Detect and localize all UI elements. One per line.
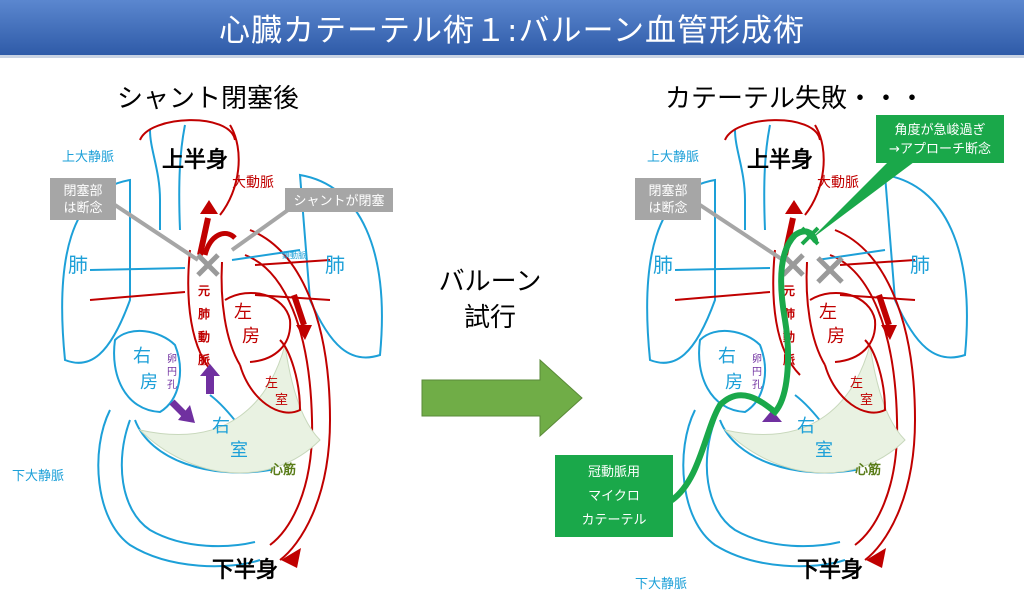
left-lung-right-label: 肺	[325, 253, 345, 277]
right-callout-catheter-box	[555, 455, 673, 537]
catheter-path	[669, 228, 818, 503]
left-pa-char-3: 動	[198, 329, 210, 344]
left-la-char-1: 左	[234, 302, 252, 323]
left-lv-char-2: 室	[275, 392, 288, 408]
catheter-fail-x-icon	[800, 226, 820, 246]
left-purple-arrowhead-diag-icon	[178, 405, 195, 423]
right-aorta-label: 大動脈	[817, 175, 859, 191]
left-lower-body-label: 下半身	[212, 557, 278, 583]
left-rv-char-2: 室	[230, 440, 248, 461]
left-purple-arrow-up-icon	[200, 364, 220, 376]
right-purple-arrow-up-icon	[762, 410, 782, 422]
right-ra-char-1: 右	[718, 346, 736, 367]
right-callout-angle-line1: 角度が急峻過ぎ	[894, 122, 985, 138]
right-la-char-2: 房	[827, 326, 845, 347]
right-foramen-char-1: 卵	[752, 353, 762, 365]
right-upper-body-label: 上半身	[747, 147, 813, 173]
right-arrowhead-desc-icon	[881, 325, 897, 340]
right-arrowhead-lower-icon	[866, 548, 886, 568]
title-bar: 心臓カテーテル術１:バルーン血管形成術	[0, 0, 1024, 58]
right-callout-catheter-line2: マイクロ	[588, 489, 640, 504]
left-rv-char-1: 右	[212, 416, 230, 437]
left-callout-cut-line1: 閉塞部	[63, 183, 102, 199]
right-callout-cut-line2: は断念	[648, 200, 687, 216]
left-callout-cut-line2: は断念	[63, 200, 102, 216]
left-pa-char-1: 元	[198, 284, 210, 298]
left-occlusion-x-icon	[196, 253, 220, 277]
left-callout-shunt-text: シャントが閉塞	[293, 193, 384, 209]
left-pa-char-4: 脈	[198, 352, 210, 367]
left-muscle-label: 心筋	[270, 462, 296, 478]
left-small-artery-label: 鎖動脈	[282, 250, 306, 260]
right-heading: カテーテル失敗・・・	[665, 84, 925, 114]
right-arrowhead-up-icon	[785, 200, 803, 214]
right-lower-body-label: 下半身	[797, 557, 863, 583]
left-foramen-char-1: 卵	[167, 353, 177, 365]
right-callout-angle-line2: →アプローチ断念	[889, 141, 991, 157]
right-muscle-label: 心筋	[855, 462, 881, 478]
left-callout-cut-box	[50, 178, 116, 220]
left-ivc-label: 下大静脈	[12, 469, 64, 484]
right-rv-char-2: 室	[815, 440, 833, 461]
page-title: 心臓カテーテル術１:バルーン血管形成術	[219, 13, 805, 49]
right-lung-right-label: 肺	[910, 253, 930, 277]
right-foramen-char-3: 孔	[752, 379, 762, 391]
left-svc-label: 上大静脈	[62, 150, 114, 165]
right-callout-cut-pointer	[698, 203, 785, 262]
left-lung-left-label: 肺	[68, 253, 88, 277]
left-foramen-char-2: 円	[167, 367, 177, 378]
left-arrowhead-lower-icon	[281, 548, 301, 568]
left-heading: シャント閉塞後	[117, 84, 299, 114]
left-callout-cut-pointer	[113, 203, 200, 262]
right-la-char-1: 左	[819, 302, 837, 323]
left-aorta-label: 大動脈	[232, 175, 274, 191]
right-shunt-x-icon	[816, 256, 844, 284]
left-la-char-2: 房	[242, 326, 260, 347]
left-arrow-up-icon	[197, 217, 211, 256]
left-purple-arrow-diag-icon	[169, 399, 188, 418]
right-ivc-label: 下大静脈	[635, 577, 687, 592]
right-callout-cut-line1: 閉塞部	[648, 183, 687, 199]
left-callout-shunt-pointer	[230, 203, 297, 252]
left-pa-char-2: 肺	[198, 306, 210, 321]
right-callout-catheter-line1: 冠動脈用	[588, 465, 640, 480]
right-callout-catheter-line3: カテーテル	[581, 513, 646, 528]
left-lv-char-1: 左	[265, 376, 278, 391]
right-svc-label: 上大静脈	[647, 150, 699, 165]
left-arrow-desc-icon	[291, 294, 307, 326]
right-callout-angle-pointer	[810, 150, 930, 240]
right-pa-char-1: 元	[783, 284, 795, 298]
right-lv-char-1: 左	[850, 376, 863, 391]
right-foramen-char-2: 円	[752, 367, 762, 378]
left-purple-arrow-shaft-icon	[206, 372, 214, 394]
left-foramen-char-3: 孔	[167, 379, 177, 391]
left-arrowhead-up-icon	[200, 200, 218, 214]
left-ra-char-2: 房	[140, 372, 158, 393]
middle-label-line2: 試行	[464, 303, 516, 333]
left-arrowhead-desc-icon	[296, 325, 312, 340]
left-callout-shunt-box	[285, 188, 393, 212]
right-rv-char-1: 右	[797, 416, 815, 437]
left-arrow-curve-icon	[202, 231, 237, 256]
left-upper-body-label: 上半身	[162, 147, 228, 173]
right-ra-char-2: 房	[725, 372, 743, 393]
right-lv-char-2: 室	[860, 392, 873, 408]
right-lung-left-label: 肺	[653, 253, 673, 277]
right-callout-angle-box	[876, 115, 1004, 163]
middle-arrow-right-icon	[421, 358, 583, 438]
right-callout-cut-box	[635, 178, 701, 220]
right-arrow-desc-icon	[876, 294, 892, 326]
left-ra-char-1: 右	[133, 346, 151, 367]
middle-label-line1: バルーン	[439, 267, 542, 297]
